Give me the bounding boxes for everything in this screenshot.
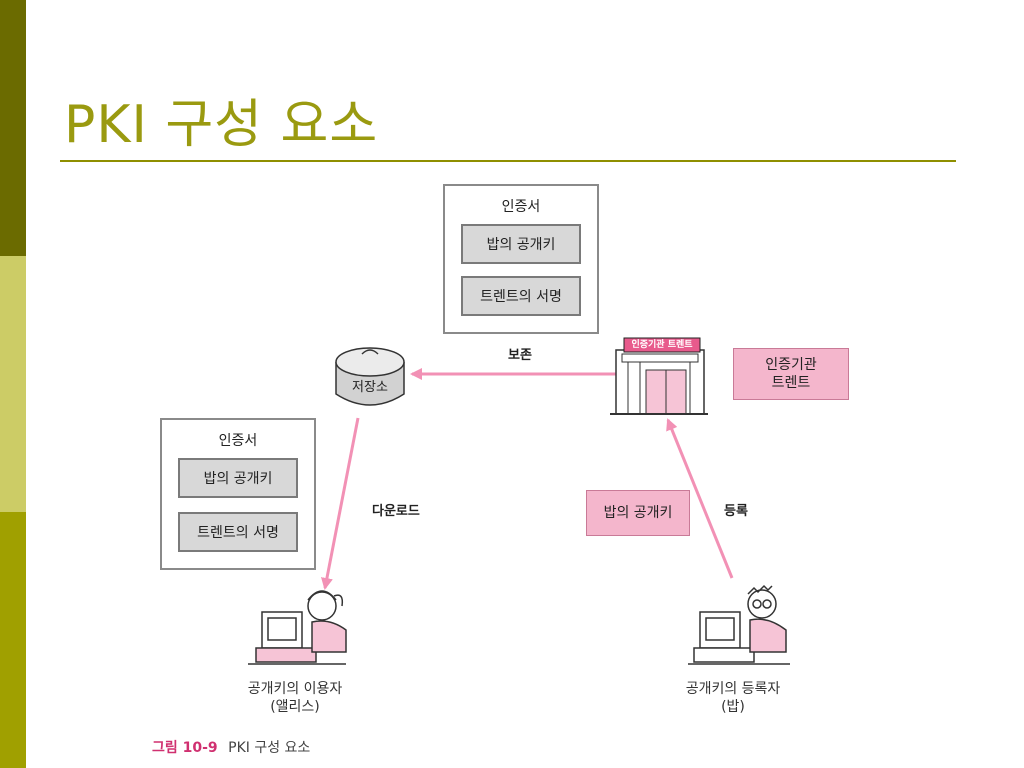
ca-box-line2: 트렌트: [765, 374, 817, 392]
certificate-left-title: 인증서: [162, 430, 314, 450]
bob-at-computer-icon: [688, 586, 790, 664]
figure-caption-text: PKI 구성 요소: [228, 740, 310, 756]
registrant-caption-line2: (밥): [658, 698, 808, 716]
certificate-top-title: 인증서: [445, 196, 597, 216]
repository-label: 저장소: [338, 376, 402, 395]
store-label: 보존: [508, 344, 532, 363]
user-caption-line1: 공개키의 이용자: [220, 680, 370, 698]
certificate-top-public-key: 밥의 공개키: [461, 224, 581, 264]
certificate-left: 인증서 밥의 공개키 트렌트의 서명: [160, 418, 316, 570]
register-label: 등록: [724, 500, 748, 519]
bob-public-key-box: 밥의 공개키: [586, 490, 690, 536]
registrant-caption-line1: 공개키의 등록자: [658, 680, 808, 698]
user-caption: 공개키의 이용자 (앨리스): [220, 680, 370, 716]
registrant-caption: 공개키의 등록자 (밥): [658, 680, 808, 716]
certificate-left-public-key: 밥의 공개키: [178, 458, 298, 498]
download-arrow: [325, 418, 358, 588]
figure-caption: 그림 10-9 PKI 구성 요소: [152, 737, 310, 757]
ca-building-sign: 인증기관 트렌트: [624, 339, 700, 351]
certificate-left-signature: 트렌트의 서명: [178, 512, 298, 552]
figure-number: 그림 10-9: [152, 740, 218, 756]
user-caption-line2: (앨리스): [220, 698, 370, 716]
certificate-top: 인증서 밥의 공개키 트렌트의 서명: [443, 184, 599, 334]
ca-trent-box: 인증기관 트렌트: [733, 348, 849, 400]
alice-at-computer-icon: [248, 591, 346, 664]
download-label: 다운로드: [372, 500, 420, 519]
ca-box-line1: 인증기관: [765, 356, 817, 374]
certificate-top-signature: 트렌트의 서명: [461, 276, 581, 316]
